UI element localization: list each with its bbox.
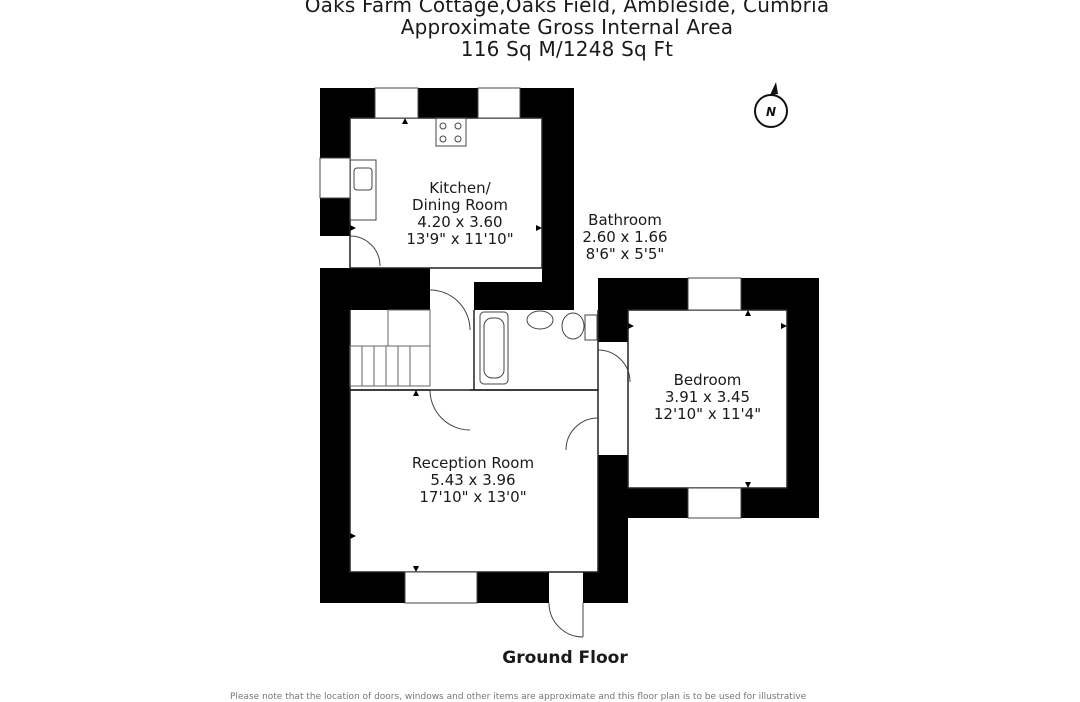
floor-name: Ground Floor [502, 648, 628, 668]
room-name: Kitchen/ [429, 179, 491, 197]
room-dim-metric: 3.91 x 3.45 [664, 388, 751, 406]
room-name: Bathroom [588, 211, 662, 229]
room-dim-imperial: 8'6" x 5'5" [585, 245, 665, 263]
room-dim-metric: 2.60 x 1.66 [582, 228, 668, 246]
compass-label: N [766, 105, 776, 119]
walls [320, 88, 819, 603]
room-dim-imperial: 13'9" x 11'10" [406, 230, 514, 248]
room-dim-imperial: 12'10" x 11'4" [653, 405, 762, 423]
room-name: Bedroom [673, 371, 742, 389]
disclaimer: Please note that the location of doors, … [230, 692, 807, 702]
room-name: Reception Room [411, 454, 535, 472]
room-label-bedroom: Bedroom 3.91 x 3.45 12'10" x 11'4" [640, 372, 775, 423]
room-dim-metric: 4.20 x 3.60 [417, 213, 503, 231]
north-arrow-icon [754, 82, 788, 128]
room-dim-metric: 5.43 x 3.96 [430, 471, 516, 489]
room-label-reception: Reception Room 5.43 x 3.96 17'10" x 13'0… [393, 455, 553, 506]
room-dim-imperial: 17'10" x 13'0" [419, 488, 527, 506]
room-label-kitchen: Kitchen/ Dining Room 4.20 x 3.60 13'9" x… [395, 180, 525, 248]
area-caption: Approximate Gross Internal Area [400, 15, 734, 39]
room-name-line2: Dining Room [412, 196, 508, 214]
property-address: Oaks Farm Cottage,Oaks Field, Ambleside,… [304, 0, 830, 17]
room-label-bathroom: Bathroom 2.60 x 1.66 8'6" x 5'5" [560, 212, 690, 263]
area-value: 116 Sq M/1248 Sq Ft [460, 37, 674, 61]
